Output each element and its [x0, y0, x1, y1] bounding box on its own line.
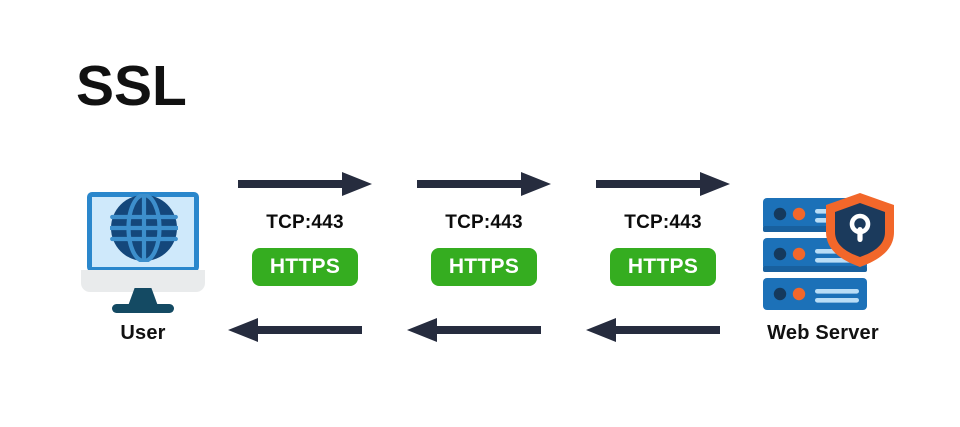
arrow-left-2: [407, 318, 541, 342]
arrow-left-3: [586, 318, 720, 342]
arrow-right-2: [417, 172, 551, 196]
arrow-right-1: [238, 172, 372, 196]
endpoint-web-server: Web Server: [736, 192, 910, 345]
server-rack-icon: [749, 192, 897, 314]
arrow-left-1: [228, 318, 362, 342]
flow-group-3: TCP:443 HTTPS: [588, 212, 738, 286]
server-unit-3: [763, 278, 867, 310]
globe-icon: [110, 194, 178, 262]
arrow-right-3: [596, 172, 730, 196]
desktop-monitor-icon: [81, 192, 205, 314]
https-badge-3: HTTPS: [609, 248, 717, 286]
https-badge-1: HTTPS: [251, 248, 359, 286]
flow-group-2: TCP:443 HTTPS: [409, 212, 559, 286]
endpoint-label-web-server: Web Server: [767, 322, 879, 344]
tcp-port-label-1: TCP:443: [266, 212, 344, 233]
tcp-port-label-2: TCP:443: [445, 212, 523, 233]
page-title: SSL: [76, 54, 187, 118]
monitor-foot: [112, 304, 174, 313]
https-badge-2: HTTPS: [430, 248, 538, 286]
endpoint-label-user: User: [120, 322, 166, 344]
tcp-port-label-3: TCP:443: [624, 212, 702, 233]
flow-group-1: TCP:443 HTTPS: [230, 212, 380, 286]
security-shield-icon: [826, 193, 894, 267]
monitor-base-plate: [81, 270, 205, 292]
monitor-stand: [128, 288, 158, 306]
endpoint-user: User: [62, 192, 224, 345]
